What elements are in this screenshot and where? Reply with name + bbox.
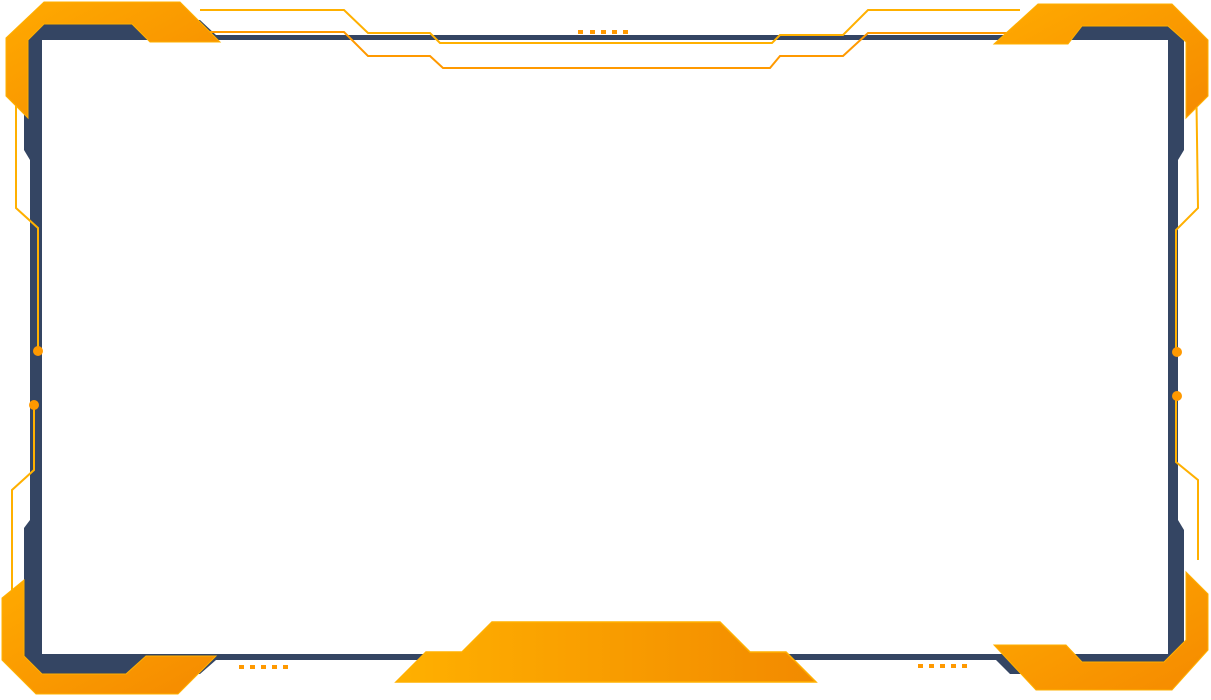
left-node-upper (33, 346, 43, 356)
right-circuit-lines (1175, 69, 1200, 560)
right-node-lower (1172, 391, 1182, 401)
corner-top-left (5, 1, 222, 120)
dots-indicator-icon (918, 664, 967, 668)
dots-indicator-icon (239, 665, 288, 669)
screen-area (42, 40, 1168, 654)
left-node-lower (29, 400, 39, 410)
right-node-upper (1172, 347, 1182, 357)
corner-bottom-left (1, 578, 218, 695)
bottom-center-panel (394, 621, 818, 683)
corner-top-right (992, 3, 1209, 120)
dots-indicator-icon (578, 30, 628, 34)
top-circuit-lines (200, 9, 1020, 69)
corner-bottom-right (992, 570, 1209, 691)
